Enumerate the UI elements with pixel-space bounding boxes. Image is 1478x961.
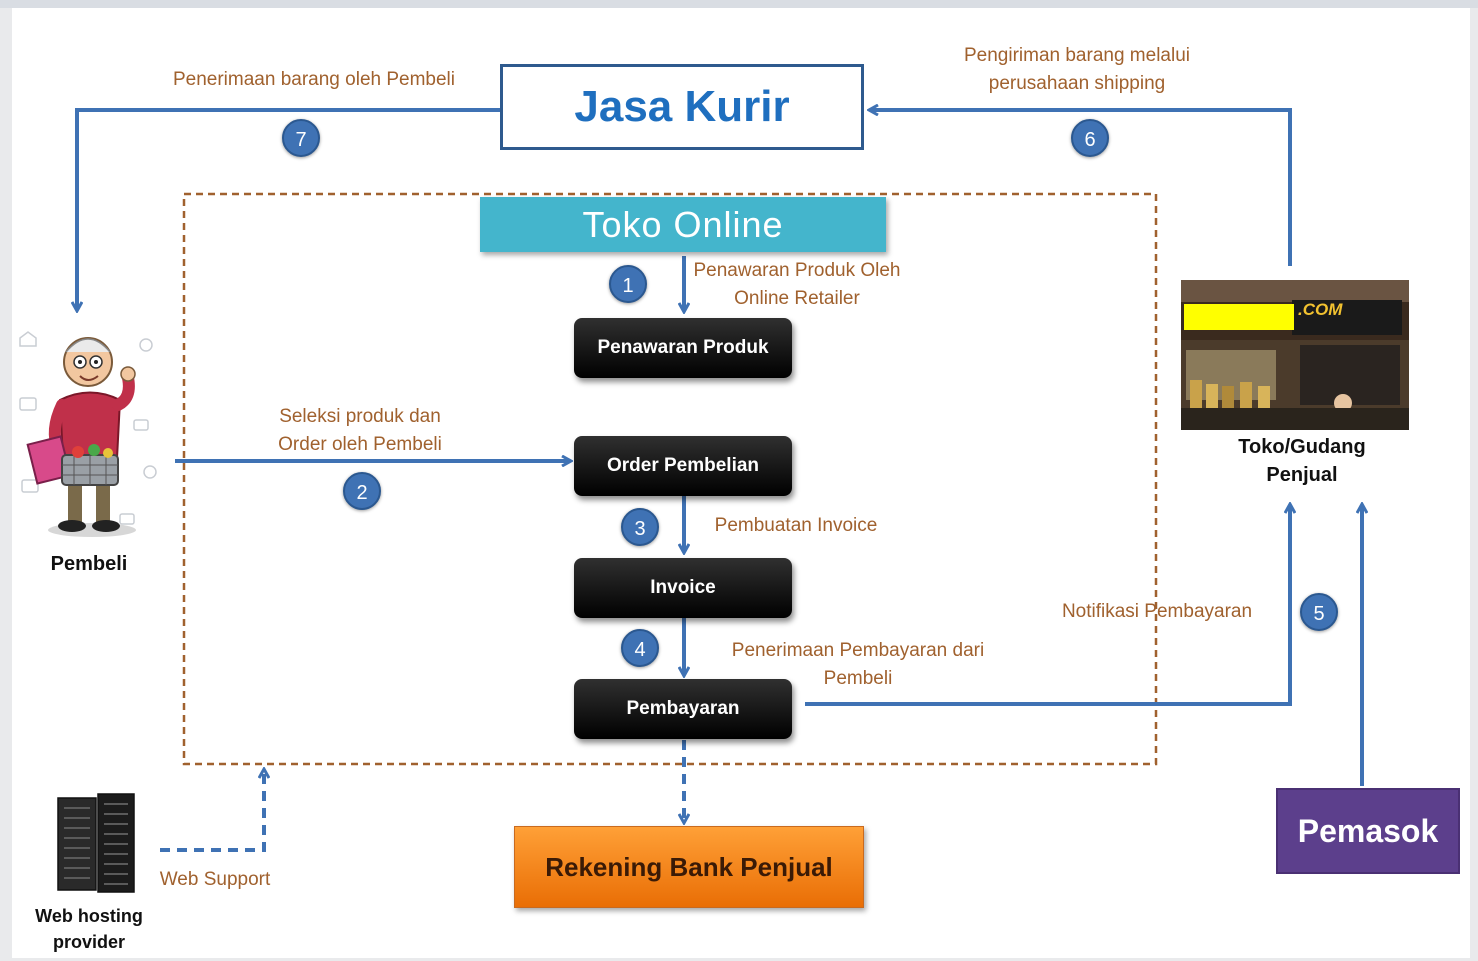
penawaran-produk-box: Penawaran Produk <box>574 318 792 378</box>
store-photo <box>1181 280 1409 430</box>
doodle-icons <box>19 331 157 525</box>
rekening-bank-box: Rekening Bank Penjual <box>514 826 864 908</box>
step-6-label: Pengiriman barang melalui perusahaan shi… <box>963 45 1190 94</box>
step-7-label: Penerimaan barang oleh Pembeli <box>172 69 455 90</box>
arrow-step-7 <box>77 108 500 310</box>
toko-gudang-caption: Toko/Gudang Penjual <box>1238 436 1366 486</box>
invoice-box: Invoice <box>574 558 792 618</box>
arrow-step-6 <box>870 110 1292 266</box>
step-1-badge: 1 <box>609 265 647 303</box>
toko-online-header: Toko Online <box>480 197 886 252</box>
web-hosting-caption: Web hosting provider <box>35 906 143 952</box>
server-icon <box>57 793 135 893</box>
step-1-label: Penawaran Produk Oleh Online Retailer <box>693 260 901 309</box>
pembeli-caption: Pembeli <box>50 553 128 575</box>
step-3-label: Pembuatan Invoice <box>714 515 878 536</box>
step-7-badge: 7 <box>282 119 320 157</box>
step-4-label: Penerimaan Pembayaran dari Pembeli <box>731 640 985 689</box>
step-2-badge: 2 <box>343 472 381 510</box>
pembayaran-box: Pembayaran <box>574 679 792 739</box>
step-2-label: Seleksi produk dan Order oleh Pembeli <box>278 406 442 455</box>
order-pembelian-box: Order Pembelian <box>574 436 792 496</box>
arrow-web-support <box>160 770 264 852</box>
pembeli-figure <box>19 331 157 537</box>
step-5-badge: 5 <box>1300 593 1338 631</box>
store-sign: .COM <box>1298 300 1343 319</box>
toko-online-boundary <box>182 192 1158 766</box>
web-support-label: Web Support <box>159 869 271 890</box>
step-6-badge: 6 <box>1071 119 1109 157</box>
arrow-step-5 <box>805 505 1290 706</box>
top-strip <box>0 0 1478 8</box>
pemasok-box: Pemasok <box>1276 788 1460 874</box>
step-5-label: Notifikasi Pembayaran <box>1061 601 1253 622</box>
step-3-badge: 3 <box>621 508 659 546</box>
step-4-badge: 4 <box>621 629 659 667</box>
jasa-kurir-box: Jasa Kurir <box>500 64 864 150</box>
